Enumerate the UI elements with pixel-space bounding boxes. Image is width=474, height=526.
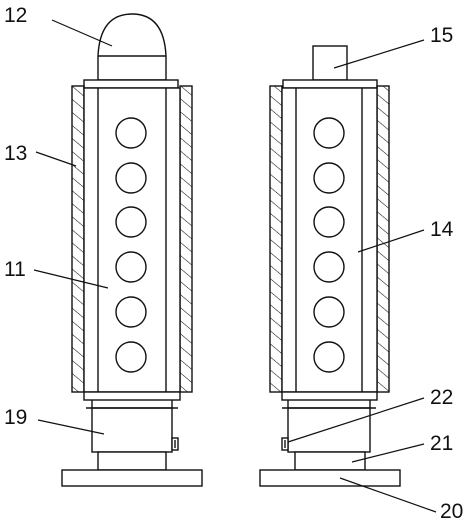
right-window-5 <box>313 296 345 328</box>
left-sleeve-right-wall <box>179 85 193 393</box>
reference-numerals: 12 13 11 19 15 14 22 21 20 <box>4 4 463 523</box>
right-sleeve-right-wall <box>376 85 390 393</box>
leader-15 <box>333 39 425 69</box>
left-window-5 <box>115 296 147 328</box>
right-top-flange <box>282 79 378 89</box>
leader-13 <box>35 151 77 167</box>
label-13: 13 <box>4 142 27 165</box>
right-bottom-flange <box>281 391 378 401</box>
label-21: 21 <box>430 432 453 455</box>
leader-14 <box>357 229 425 253</box>
left-bottom-flange <box>83 391 181 401</box>
left-window-3 <box>115 206 147 238</box>
left-lower-housing <box>91 407 173 453</box>
label-22: 22 <box>430 386 453 409</box>
leader-12 <box>51 19 113 47</box>
label-11: 11 <box>4 258 26 281</box>
right-window-3 <box>313 206 345 238</box>
right-base-plate <box>259 469 401 487</box>
left-dome-cap <box>97 13 167 81</box>
right-window-6 <box>313 341 345 373</box>
label-20: 20 <box>440 500 463 523</box>
label-12: 12 <box>4 4 27 27</box>
left-base-plate <box>61 469 203 487</box>
leader-20 <box>339 477 437 513</box>
leader-11 <box>33 269 109 289</box>
left-window-6 <box>115 341 147 373</box>
leader-lines <box>33 19 437 513</box>
left-neck <box>97 451 167 471</box>
label-14: 14 <box>430 218 454 241</box>
left-assembly <box>61 13 203 487</box>
right-window-4 <box>313 251 345 283</box>
left-window-1 <box>115 117 147 149</box>
right-window-2 <box>313 162 345 194</box>
right-square-cap <box>312 45 348 81</box>
left-window-2 <box>115 162 147 194</box>
leader-22 <box>287 397 425 443</box>
right-window-1 <box>313 117 345 149</box>
label-19: 19 <box>4 406 27 429</box>
left-top-flange <box>83 79 179 89</box>
right-lower-housing <box>287 407 371 453</box>
leader-19 <box>37 419 105 435</box>
left-sleeve-left-wall <box>71 85 85 393</box>
label-15: 15 <box>430 24 453 47</box>
leader-21 <box>351 443 425 463</box>
right-assembly <box>259 45 401 487</box>
right-sleeve-left-wall <box>269 85 283 393</box>
left-window-4 <box>115 251 147 283</box>
